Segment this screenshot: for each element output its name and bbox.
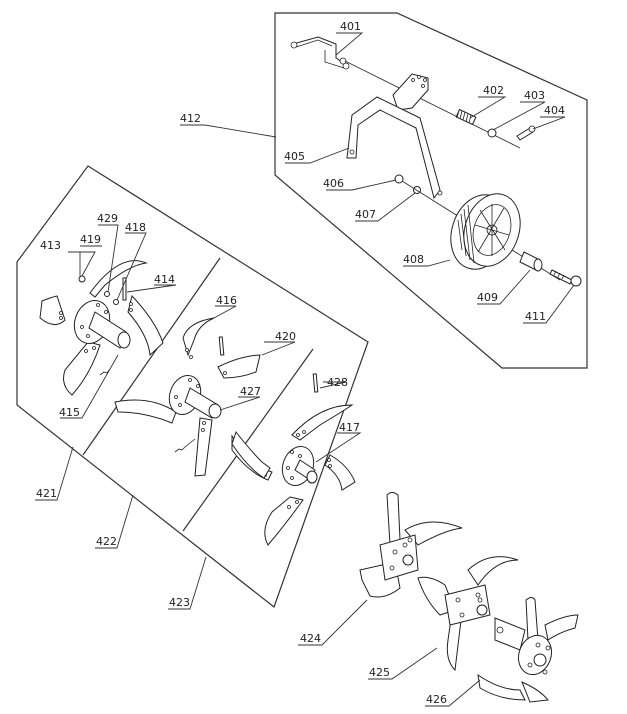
leader-407	[355, 192, 416, 222]
label-416: 416	[216, 294, 237, 307]
leader-427	[219, 396, 261, 411]
label-404: 404	[544, 104, 565, 117]
tine-set-422	[114, 317, 273, 481]
part-401-rod	[290, 36, 350, 70]
label-412: 412	[180, 112, 201, 125]
group-412-frame	[274, 12, 588, 369]
label-406: 406	[323, 177, 344, 190]
leader-420	[261, 341, 296, 356]
divider-421-422	[82, 257, 221, 456]
part-406-nut	[394, 174, 404, 184]
label-429: 429	[97, 212, 118, 225]
label-418: 418	[125, 221, 146, 234]
assembled-tine-425	[417, 556, 519, 672]
leader-402	[469, 96, 507, 119]
part-405-bracket	[346, 73, 443, 200]
assembled-tine-424	[359, 492, 463, 598]
label-414: 414	[154, 273, 175, 286]
label-420: 420	[275, 330, 296, 343]
leader-416	[213, 305, 237, 319]
leader-404	[532, 116, 566, 130]
part-408-wheel	[450, 193, 521, 270]
leader-414	[126, 284, 177, 293]
part-403-washer	[487, 128, 497, 138]
part-402-spring	[455, 108, 477, 126]
label-427: 427	[240, 385, 261, 398]
label-415: 415	[59, 406, 80, 419]
leader-413	[68, 251, 96, 277]
label-402: 402	[483, 84, 504, 97]
label-417: 417	[339, 421, 360, 434]
label-424: 424	[300, 632, 321, 645]
label-408: 408	[403, 253, 424, 266]
label-422: 422	[96, 535, 117, 548]
leader-429	[98, 224, 119, 293]
leader-425	[368, 647, 438, 680]
tine-set-421	[39, 260, 164, 396]
label-423: 423	[169, 596, 190, 609]
label-421: 421	[36, 487, 57, 500]
label-419: 419	[80, 233, 101, 246]
leader-418	[116, 232, 147, 301]
label-425: 425	[369, 666, 390, 679]
label-407: 407	[355, 208, 376, 221]
leader-403	[492, 101, 546, 131]
leader-401	[335, 32, 364, 56]
divider-422-423	[182, 348, 314, 532]
leader-421	[35, 446, 74, 501]
part-409-spacer	[519, 251, 543, 272]
leader-422	[95, 494, 134, 549]
label-409: 409	[477, 291, 498, 304]
label-426: 426	[426, 693, 447, 706]
leader-406	[326, 179, 397, 191]
tine-set-423	[231, 373, 356, 546]
assembled-tine-426	[477, 597, 579, 703]
label-413: 413	[40, 239, 61, 252]
label-428: 428	[327, 376, 348, 389]
label-405: 405	[284, 150, 305, 163]
leader-408	[403, 259, 451, 267]
leader-424	[298, 599, 368, 646]
leader-415	[60, 354, 119, 419]
leader-405	[285, 147, 350, 164]
part-404-bolt	[516, 125, 536, 141]
part-411-bolt	[549, 269, 582, 287]
leader-411	[523, 284, 575, 324]
leader-417	[315, 432, 362, 463]
leader-409	[477, 269, 531, 305]
tine-sets-frame	[16, 165, 369, 608]
leader-426	[425, 679, 481, 707]
leader-428	[319, 381, 347, 389]
leader-412	[180, 124, 277, 138]
label-401: 401	[340, 20, 361, 33]
label-403: 403	[524, 89, 545, 102]
leader-423	[168, 556, 207, 610]
label-411: 411	[525, 310, 546, 323]
